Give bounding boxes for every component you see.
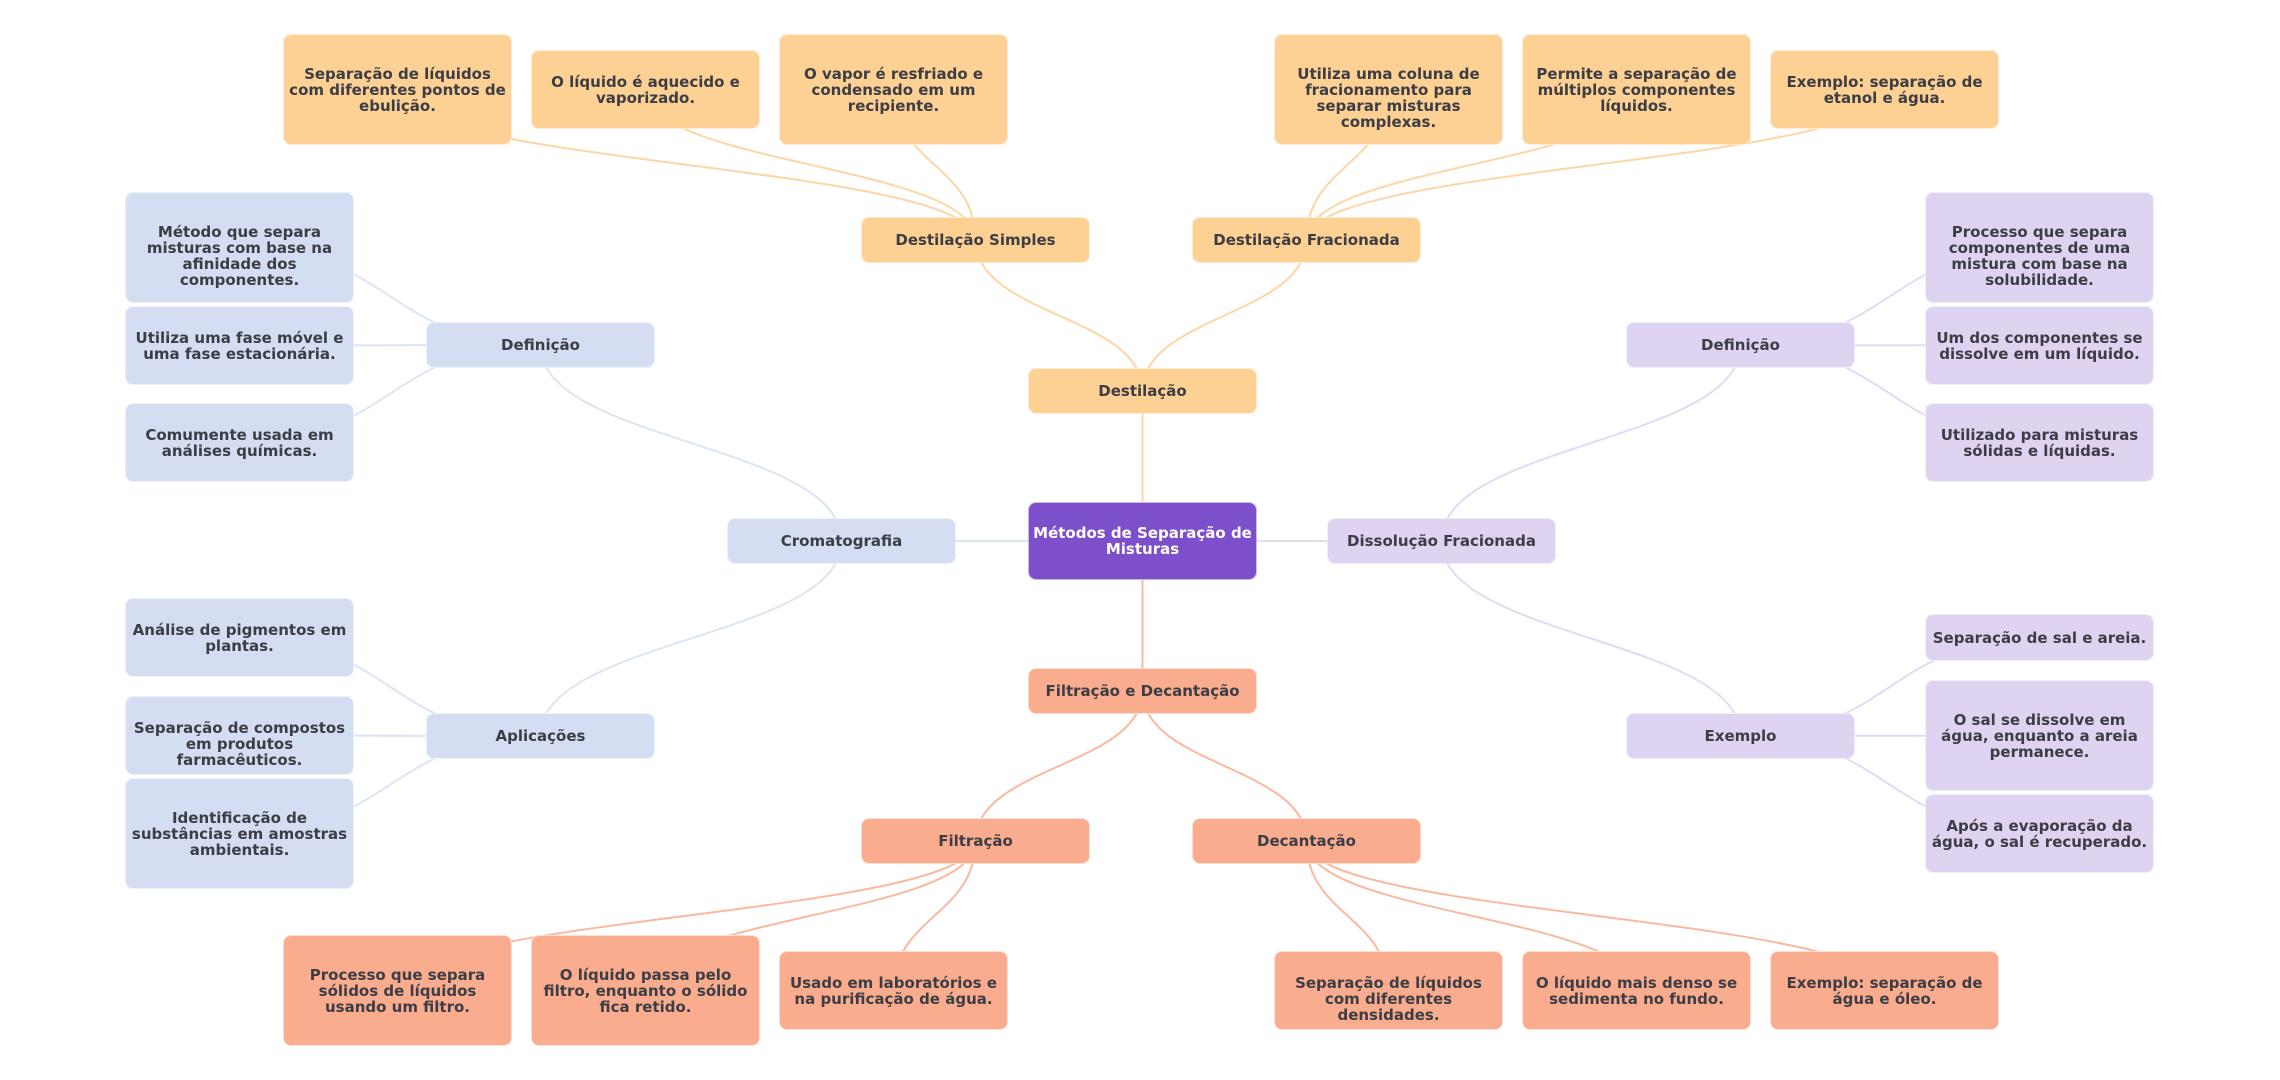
edge-branch xyxy=(539,540,843,737)
leaf-node[interactable]: Separação de líquidos com diferentes pon… xyxy=(283,34,512,145)
leaf-text: Usado em laboratórios e na purificação d… xyxy=(790,974,997,1008)
leaf-node[interactable]: Análise de pigmentos em plantas. xyxy=(125,598,354,677)
edge-branch xyxy=(1440,344,1742,542)
leaf-text: Identificação de substâncias em amostras… xyxy=(131,809,348,859)
root-node[interactable]: Métodos de Separação de Misturas xyxy=(1028,502,1257,580)
leaf-node[interactable]: Exemplo: separação de água e óleo. xyxy=(1770,951,1999,1030)
leaf-node[interactable]: Método que separa misturas com base na a… xyxy=(125,192,354,303)
branch-label: Dissolução Fracionada xyxy=(1347,532,1536,550)
node-label: Exemplo xyxy=(1704,727,1777,745)
leaf-text: Separação de sal e areia. xyxy=(1932,629,2147,647)
leaf-node[interactable]: Usado em laboratórios e na purificação d… xyxy=(779,951,1008,1030)
leaf-text: Utiliza uma fase móvel e uma fase estaci… xyxy=(135,329,344,363)
leaf-text: Permite a separação de múltiplos compone… xyxy=(1536,65,1737,115)
node-decantacao[interactable]: Decantação xyxy=(1192,818,1421,864)
leaf-text: Separação de líquidos com diferentes pon… xyxy=(289,65,506,115)
leaf-text: Utiliza uma coluna de fracionamento para… xyxy=(1297,65,1480,131)
leaf-text: Exemplo: separação de etanol e água. xyxy=(1786,73,1983,107)
leaf-text: Utilizado para misturas sólidas e líquid… xyxy=(1940,426,2139,460)
leaf-node[interactable]: Utiliza uma fase móvel e uma fase estaci… xyxy=(125,306,354,385)
leaf-text: Comumente usada em análises químicas. xyxy=(145,426,334,460)
edge-branch xyxy=(1141,239,1308,392)
leaf-node[interactable]: Exemplo: separação de etanol e água. xyxy=(1770,50,1999,129)
leaf-node[interactable]: O líquido é aquecido e vaporizado. xyxy=(531,50,760,129)
leaf-node[interactable]: O líquido passa pelo filtro, enquanto o … xyxy=(531,935,760,1046)
node-label: Aplicações xyxy=(495,727,586,745)
node-destilacao-simples[interactable]: Destilação Simples xyxy=(861,217,1090,263)
leaf-text: Separação de compostos em produtos farma… xyxy=(133,719,346,769)
leaf-node[interactable]: Separação de líquidos com diferentes den… xyxy=(1274,951,1503,1030)
branch-destilacao[interactable]: Destilação xyxy=(1028,368,1257,414)
leaf-node[interactable]: Separação de sal e areia. xyxy=(1925,614,2154,661)
edge-branch xyxy=(974,690,1144,842)
node-label: Definição xyxy=(1701,336,1780,354)
leaf-node[interactable]: Permite a separação de múltiplos compone… xyxy=(1522,34,1751,145)
node-filtracao[interactable]: Filtração xyxy=(861,818,1090,864)
branch-cromatografia[interactable]: Cromatografia xyxy=(727,518,956,564)
leaf-node[interactable]: Utilizado para misturas sólidas e líquid… xyxy=(1925,403,2154,482)
leaf-text: Processo que separa sólidos de líquidos … xyxy=(309,966,486,1016)
node-label: Destilação Simples xyxy=(895,231,1056,249)
leaf-node[interactable]: Processo que separa componentes de uma m… xyxy=(1925,192,2154,303)
leaf-text: Exemplo: separação de água e óleo. xyxy=(1786,974,1983,1008)
leaf-node[interactable]: Identificação de substâncias em amostras… xyxy=(125,778,354,889)
node-label: Definição xyxy=(501,336,580,354)
leaf-node[interactable]: O sal se dissolve em água, enquanto a ar… xyxy=(1925,680,2154,791)
node-dissolucao-definicao[interactable]: Definição xyxy=(1626,322,1855,368)
branch-label: Cromatografia xyxy=(780,532,903,550)
node-label: Destilação Fracionada xyxy=(1213,231,1400,249)
leaf-text: O líquido mais denso se sedimenta no fun… xyxy=(1535,974,1738,1008)
leaf-node[interactable]: Comumente usada em análises químicas. xyxy=(125,403,354,482)
leaf-text: Análise de pigmentos em plantas. xyxy=(132,621,347,655)
node-label: Decantação xyxy=(1257,832,1356,850)
leaf-text: O líquido é aquecido e vaporizado. xyxy=(551,73,740,107)
leaf-text: O vapor é resfriado e condensado em um r… xyxy=(803,65,984,115)
leaf-text: Separação de líquidos com diferentes den… xyxy=(1295,974,1482,1024)
edge-branch xyxy=(1141,690,1308,842)
edge-branch xyxy=(1440,540,1742,737)
branch-label: Filtração e Decantação xyxy=(1045,682,1240,700)
leaf-node[interactable]: O vapor é resfriado e condensado em um r… xyxy=(779,34,1008,145)
leaf-node[interactable]: Utiliza uma coluna de fracionamento para… xyxy=(1274,34,1503,145)
edge-branch xyxy=(539,344,843,542)
leaf-node[interactable]: Um dos componentes se dissolve em um líq… xyxy=(1925,306,2154,385)
node-destilacao-fracionada[interactable]: Destilação Fracionada xyxy=(1192,217,1421,263)
leaf-text: O líquido passa pelo filtro, enquanto o … xyxy=(543,966,748,1016)
leaf-text: O sal se dissolve em água, enquanto a ar… xyxy=(1941,711,2138,761)
root-label: Métodos de Separação de Misturas xyxy=(1033,524,1252,558)
branch-filtracao-decantacao[interactable]: Filtração e Decantação xyxy=(1028,668,1257,714)
leaf-node[interactable]: Processo que separa sólidos de líquidos … xyxy=(283,935,512,1046)
node-cromatografia-definicao[interactable]: Definição xyxy=(426,322,655,368)
leaf-text: Processo que separa componentes de uma m… xyxy=(1948,223,2131,289)
node-dissolucao-exemplo[interactable]: Exemplo xyxy=(1626,713,1855,759)
node-cromatografia-aplicacoes[interactable]: Aplicações xyxy=(426,713,655,759)
leaf-text: Um dos componentes se dissolve em um líq… xyxy=(1936,329,2143,363)
leaf-text: Método que separa misturas com base na a… xyxy=(146,223,333,289)
branch-label: Destilação xyxy=(1098,382,1187,400)
leaf-node[interactable]: Após a evaporação da água, o sal é recup… xyxy=(1925,794,2154,873)
node-label: Filtração xyxy=(938,832,1013,850)
leaf-text: Após a evaporação da água, o sal é recup… xyxy=(1931,817,2148,851)
leaf-node[interactable]: O líquido mais denso se sedimenta no fun… xyxy=(1522,951,1751,1030)
leaf-node[interactable]: Separação de compostos em produtos farma… xyxy=(125,696,354,775)
branch-dissolucao-fracionada[interactable]: Dissolução Fracionada xyxy=(1327,518,1556,564)
edge-branch xyxy=(974,239,1144,392)
